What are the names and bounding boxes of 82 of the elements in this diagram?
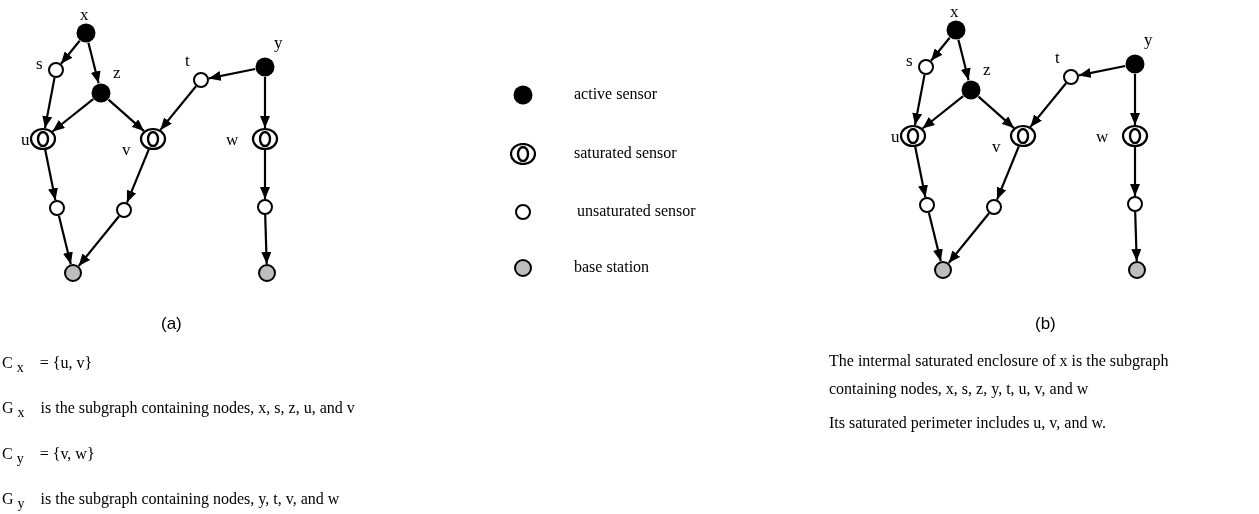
node-label: u (21, 131, 30, 148)
arrow (1130, 147, 1140, 196)
unsaturated-sensor-node (1127, 196, 1143, 212)
set-definition: C$_{y}$ = {v, w} (2, 444, 95, 468)
unsaturated-sensor-node (116, 202, 132, 218)
node-label: y (274, 34, 283, 51)
unsaturated-sensor-node (986, 199, 1002, 215)
arrow (930, 37, 951, 62)
arrow (51, 98, 94, 133)
active-sensor-node (76, 23, 96, 43)
arrow (1130, 74, 1140, 125)
arrow (107, 98, 145, 132)
arrow (57, 215, 73, 265)
arrow (261, 214, 272, 265)
unsaturated-sensor-node (193, 72, 209, 88)
saturated-sensor-node (1122, 125, 1148, 147)
base-station-node (934, 261, 952, 279)
legend-label: base station (574, 259, 650, 275)
arrow (914, 146, 928, 198)
saturated-sensor-node (30, 128, 56, 150)
arrow (260, 77, 270, 128)
node-label: t (1055, 49, 1060, 66)
base-station-node (258, 264, 276, 282)
active-sensor-node (1125, 54, 1145, 74)
saturated-sensor-node (140, 128, 166, 150)
arrow (60, 40, 81, 65)
set-definition: C$_{x}$ = {u, v} (2, 353, 93, 377)
node-label: x (950, 3, 959, 20)
base-station-node (1128, 261, 1146, 279)
node-label: x (80, 6, 89, 23)
note-text: The intermal saturated enclosure of x is the subgraph containing nodes, x, s, z, y, t, u, v, and w (829, 351, 1170, 400)
arrow (126, 149, 150, 203)
node-label: v (992, 138, 1001, 155)
arrow (957, 39, 971, 81)
arrow (1078, 64, 1126, 78)
note-text: Its saturated perimeter includes u, v, and w. (829, 413, 1106, 433)
arrow (921, 95, 964, 130)
arrow (996, 146, 1020, 200)
legend-label: active sensor (574, 86, 658, 102)
active-sensor-node (961, 80, 981, 100)
node-label: u (891, 128, 900, 145)
arrow (912, 74, 926, 126)
node-label: s (906, 52, 913, 69)
arrow (1029, 82, 1067, 128)
node-label: w (226, 131, 239, 148)
arrow (208, 67, 256, 81)
arrow (260, 150, 270, 199)
arrow (977, 95, 1015, 129)
arrow (927, 212, 943, 262)
unsaturated-sensor-node (257, 199, 273, 215)
arrow (77, 215, 120, 267)
node-label: z (983, 61, 991, 78)
unsaturated-sensor-node (48, 62, 64, 78)
subgraph-description: G$_{x}$ is the subgraph containing nodes, x, s, z, u, and v (2, 398, 355, 422)
panel-caption: (a) (161, 314, 182, 334)
node-label: s (36, 55, 43, 72)
unsaturated-sensor-node (1063, 69, 1079, 85)
panel-caption: (b) (1035, 314, 1056, 334)
node-label: t (185, 52, 190, 69)
arrow (87, 42, 101, 84)
node-label: w (1096, 128, 1109, 145)
arrow (947, 212, 990, 264)
node-label: z (113, 64, 121, 81)
legend-label: saturated sensor (574, 145, 677, 161)
active-sensor-node (91, 83, 111, 103)
node-label: y (1144, 31, 1153, 48)
base-station-node (64, 264, 82, 282)
unsaturated-sensor-node (918, 59, 934, 75)
active-sensor-node (946, 20, 966, 40)
legend-label: unsaturated sensor (577, 203, 696, 219)
arrow (44, 149, 58, 201)
subgraph-description: G$_{y}$ is the subgraph containing nodes, y, t, v, and w (2, 489, 340, 513)
saturated-sensor-node (1010, 125, 1036, 147)
arrow (1131, 211, 1142, 262)
saturated-sensor-node (252, 128, 278, 150)
node-label: v (122, 141, 131, 158)
arrow (159, 85, 197, 131)
unsaturated-sensor-node (49, 200, 65, 216)
active-sensor-node (255, 57, 275, 77)
arrow (42, 77, 56, 129)
saturated-sensor-node (900, 125, 926, 147)
unsaturated-sensor-node (919, 197, 935, 213)
